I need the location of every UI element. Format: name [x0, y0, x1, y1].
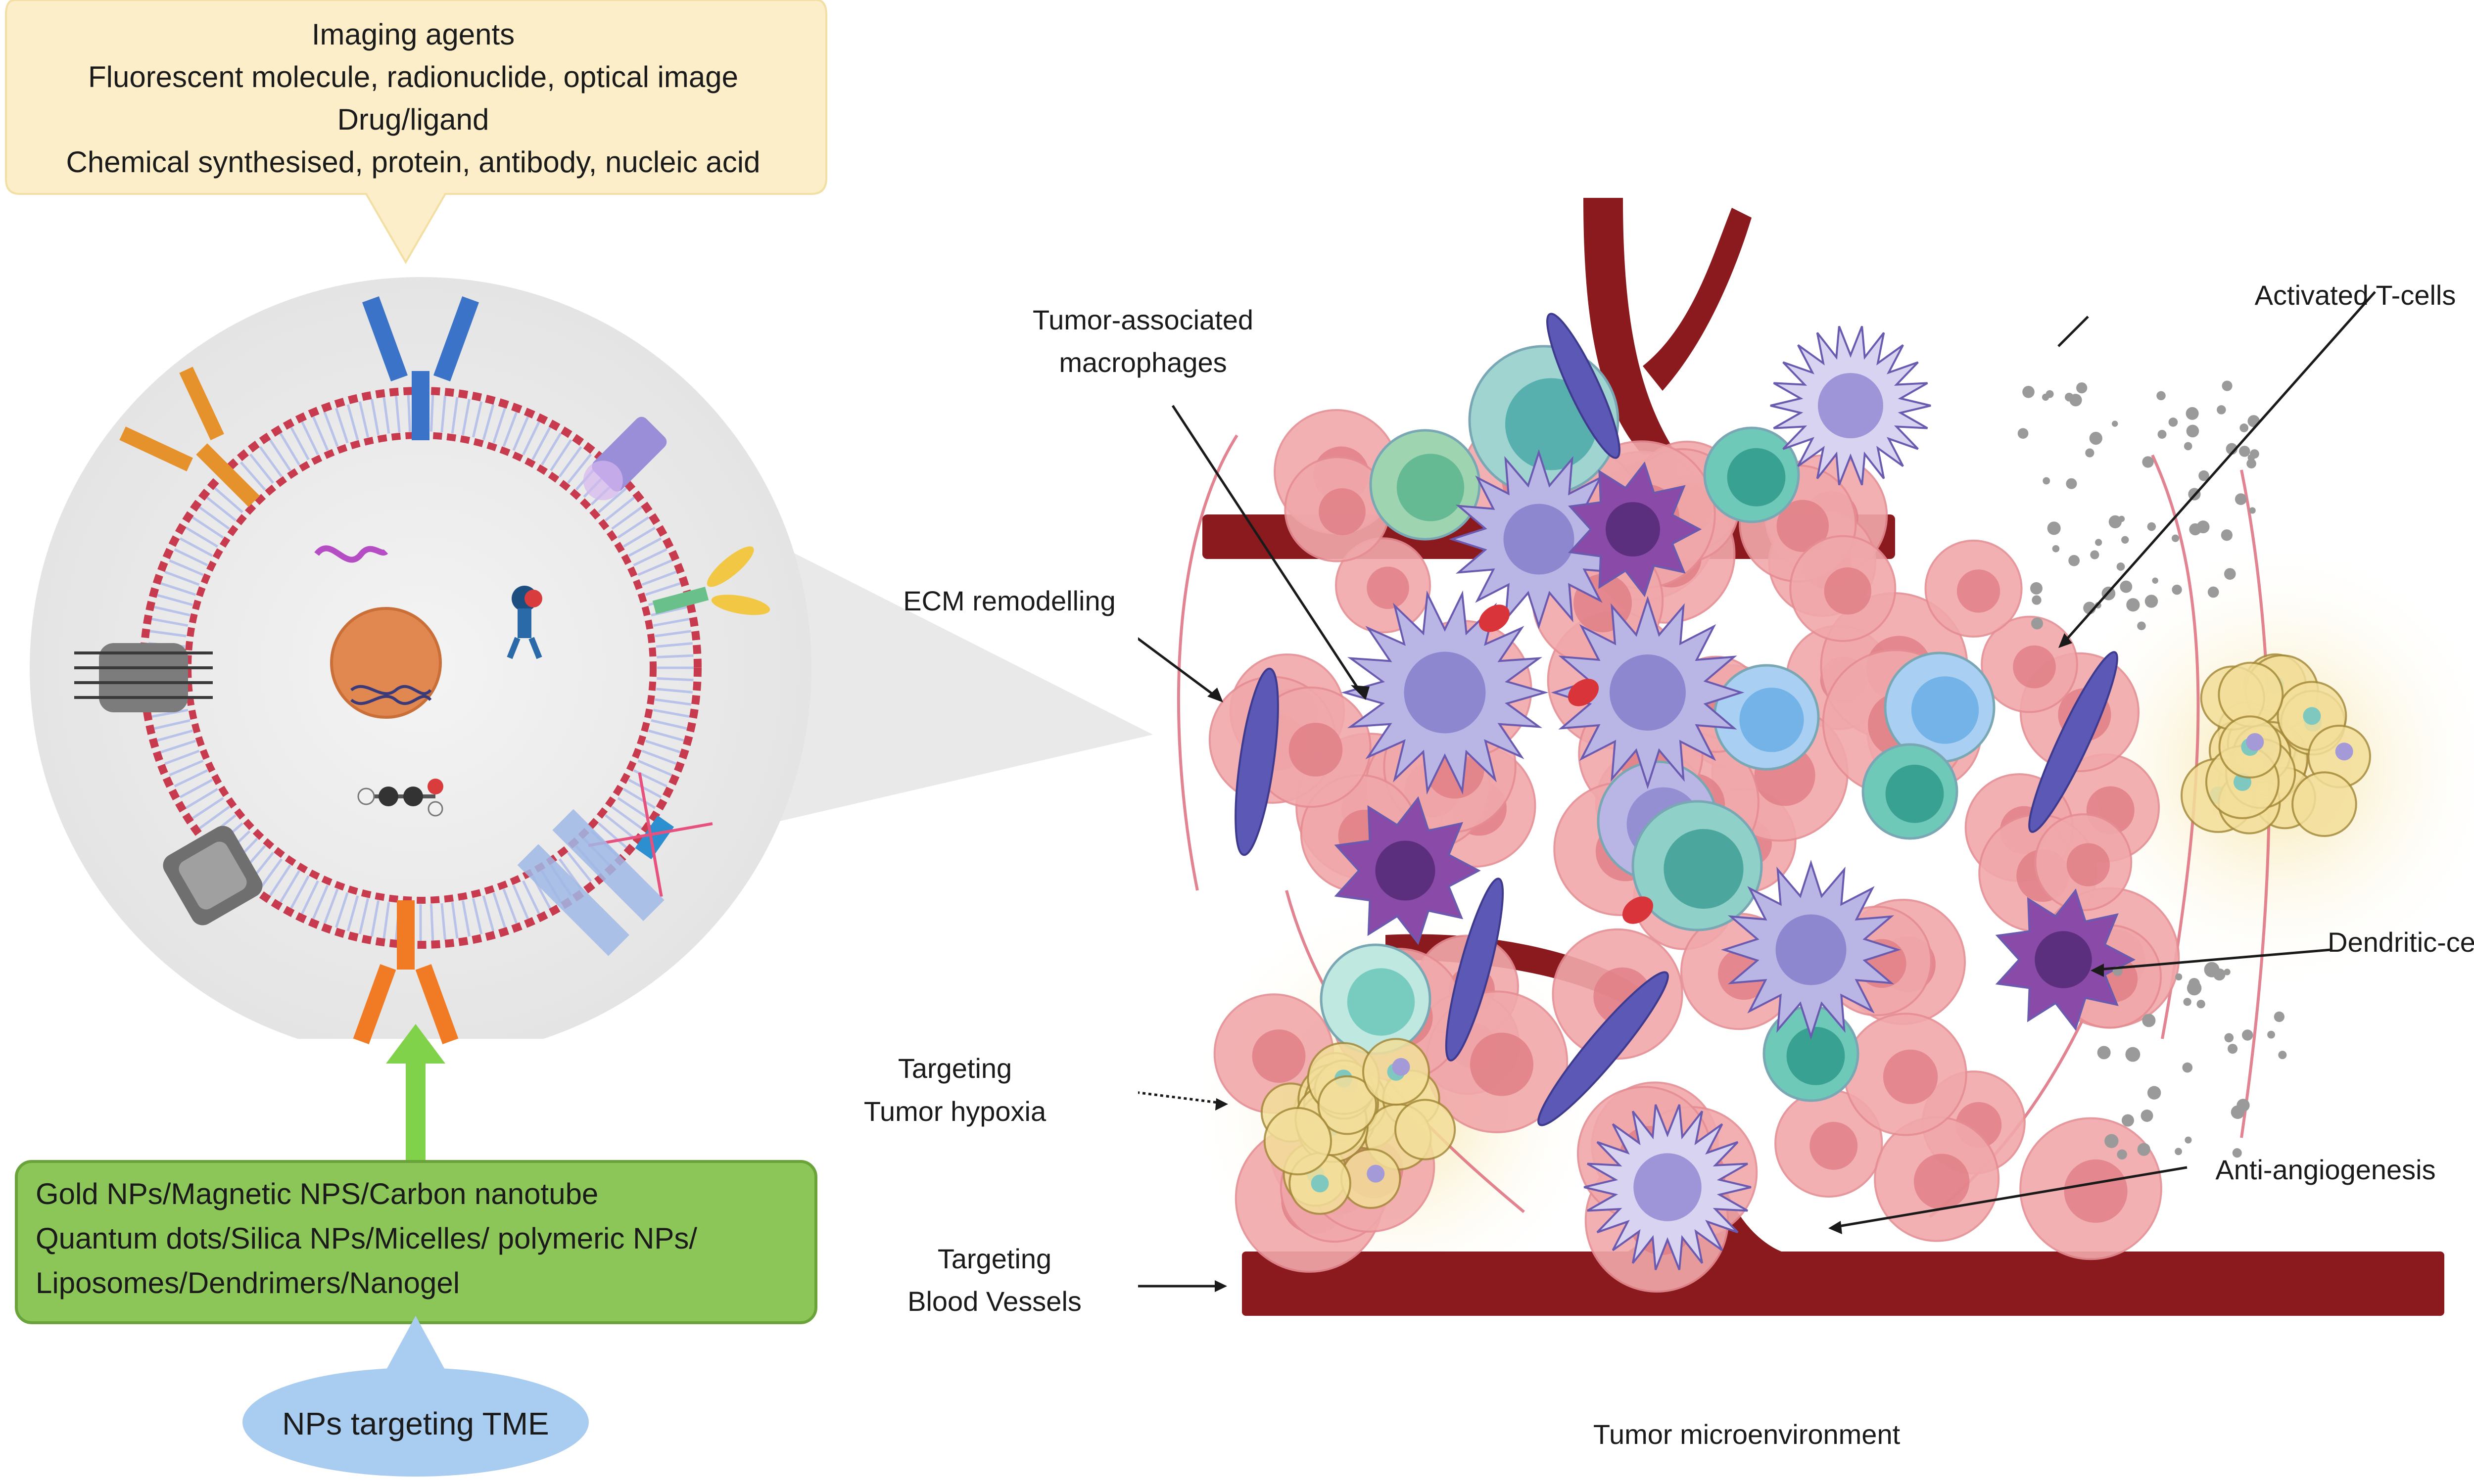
label-tam-line2: macrophages: [1059, 347, 1227, 378]
np-types-box: Gold NPs/Magnetic NPS/Carbon nanotube Qu…: [15, 1160, 817, 1324]
annotation-arrows: [1138, 291, 2376, 1288]
np-types-line-1: Gold NPs/Magnetic NPS/Carbon nanotube: [36, 1177, 599, 1210]
nanoparticle-liposome: [74, 296, 770, 1044]
np-targeting-label: NPs targeting TME: [282, 1406, 549, 1441]
label-targeting-vessels-line2: Blood Vessels: [907, 1286, 1082, 1317]
antibody-icon: [74, 296, 770, 1044]
np-types-line-3: Liposomes/Dendrimers/Nanogel: [36, 1266, 460, 1299]
hypoxia-cluster-left: [1260, 1038, 1456, 1215]
protein-icon: [507, 586, 542, 659]
immune-cells: [1320, 325, 2136, 1270]
ecm-fibroblasts: [1235, 313, 2118, 1126]
callout-line-4: Chemical synthesised, protein, antibody,…: [66, 145, 761, 179]
hypoxia-cluster-right: [2181, 653, 2371, 837]
label-tam-line1: Tumor-associated: [1032, 304, 1254, 335]
callout-box: [5, 0, 827, 264]
small-molecule-icon: [357, 779, 443, 817]
label-targeting-vessels-line1: Targeting: [937, 1243, 1052, 1274]
label-activated-tcells: Activated T-cells: [2254, 279, 2456, 311]
dna-icon: [330, 607, 442, 719]
caption-tumor-microenvironment: Tumor microenvironment: [1593, 1419, 1901, 1450]
label-anti-angiogenesis: Anti-angiogenesis: [2215, 1154, 2436, 1185]
callout-line-1: Imaging agents: [311, 18, 515, 51]
callout-line-3: Drug/ligand: [337, 103, 489, 136]
arrow-up-icon: [386, 1024, 445, 1182]
label-targeting-hypoxia-line1: Targeting: [898, 1053, 1012, 1084]
label-dendritic-cells: Dendritic-cells: [2328, 927, 2474, 958]
tumor-microenvironment-illustration: [1138, 198, 2474, 1316]
np-targeting-ellipse: [242, 1316, 589, 1477]
label-targeting-hypoxia-line2: Tumor hypoxia: [863, 1096, 1047, 1127]
callout-line-2: Fluorescent molecule, radionuclide, opti…: [88, 60, 739, 93]
np-types-line-2: Quantum dots/Silica NPs/Micelles/ polyme…: [36, 1222, 698, 1255]
label-ecm-remodelling: ECM remodelling: [903, 585, 1116, 616]
